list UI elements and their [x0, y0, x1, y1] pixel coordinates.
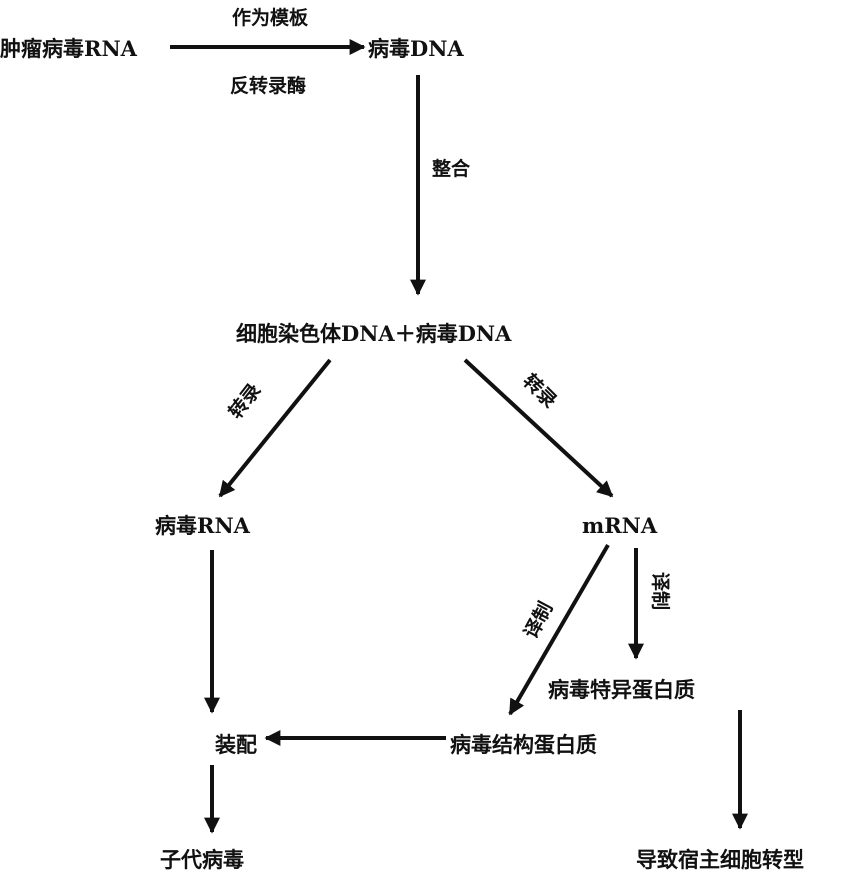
node-host-transformation: 导致宿主细胞转型 — [636, 847, 804, 872]
node-mrna: mRNA — [582, 513, 658, 538]
node-virus-structural-protein: 病毒结构蛋白质 — [450, 732, 597, 757]
label-template: 作为模板 — [232, 6, 309, 29]
label-translation-right: 译制 — [649, 572, 672, 610]
node-virus-specific-protein: 病毒特异蛋白质 — [548, 677, 695, 702]
arrow-transcription-right — [463, 358, 614, 498]
node-virus-rna: 病毒RNA — [155, 513, 251, 538]
label-transcription-right: 转录 — [518, 369, 561, 412]
label-reverse-transcriptase: 反转录酶 — [230, 74, 306, 97]
arrow-mrna-to-structural-protein — [508, 543, 610, 716]
node-progeny-virus: 子代病毒 — [160, 847, 244, 872]
node-tumor-virus-rna: 肿瘤病毒RNA — [0, 36, 138, 61]
label-transcription-left: 转录 — [224, 379, 266, 423]
arrow-transcription-left — [218, 358, 332, 498]
node-integrated-dna: 细胞染色体DNA＋病毒DNA — [236, 321, 512, 346]
node-virus-dna: 病毒DNA — [368, 36, 464, 61]
node-assembly: 装配 — [215, 732, 257, 757]
label-translation-left: 译制 — [519, 598, 557, 642]
label-integration: 整合 — [432, 157, 471, 180]
